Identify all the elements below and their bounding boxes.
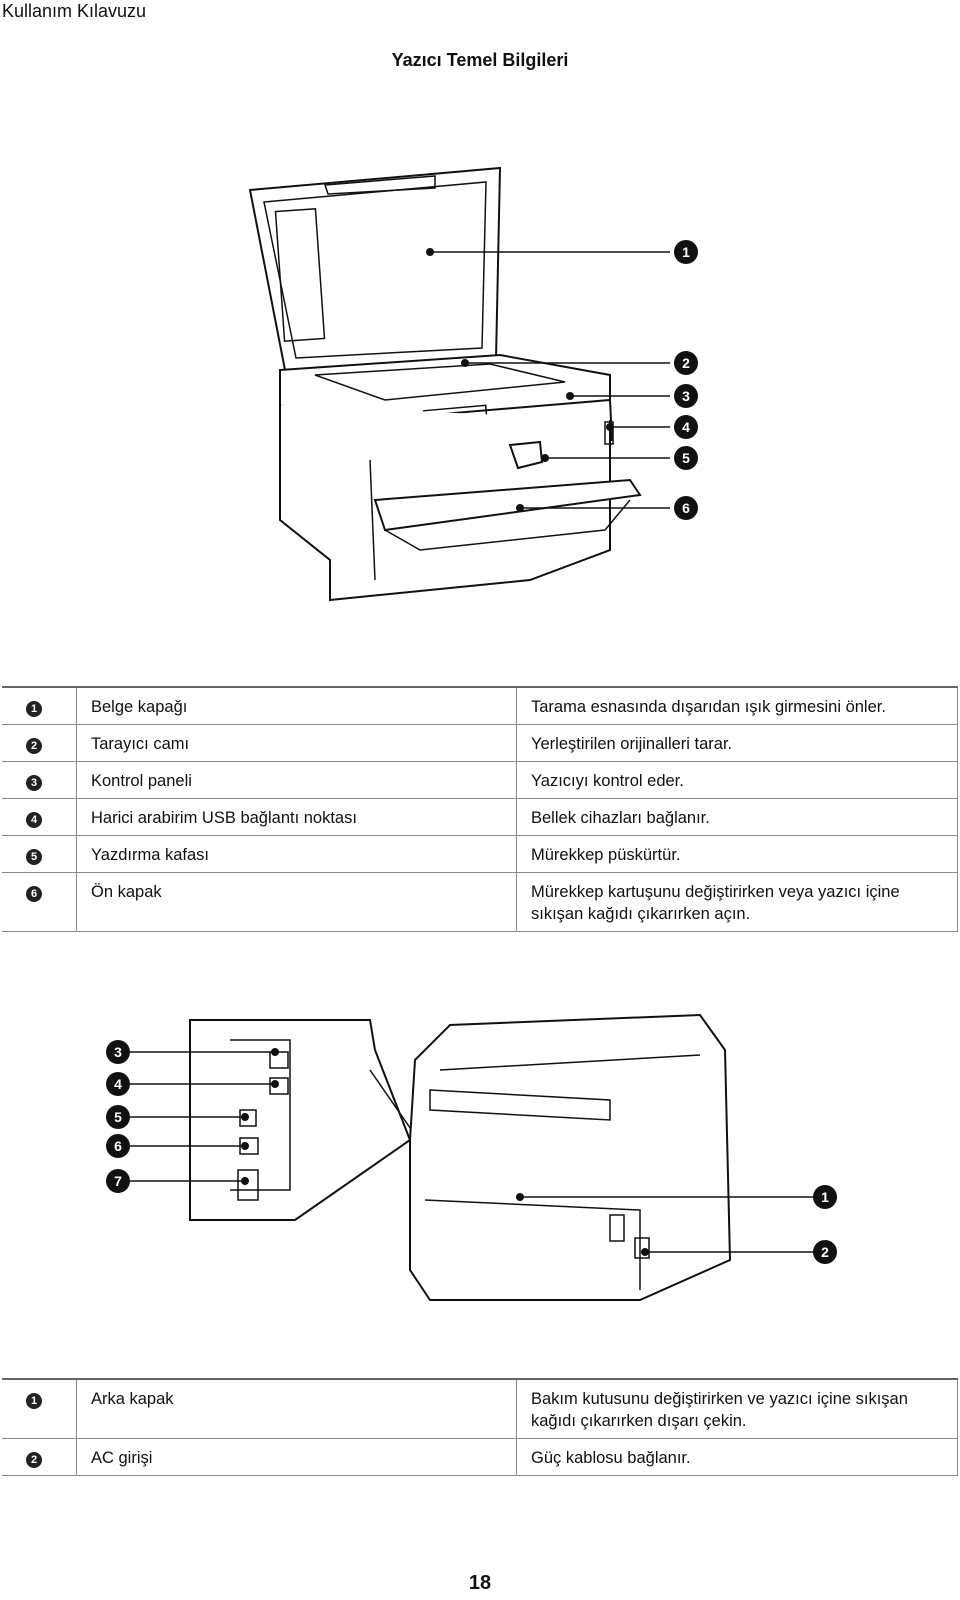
part-name: Ön kapak — [76, 872, 517, 932]
front-callouts: 1 2 3 4 5 6 — [674, 240, 698, 520]
rear-callouts: 3 4 5 6 7 1 2 — [106, 1040, 837, 1264]
table-row: 2 AC girişi Güç kablosu bağlanır. — [2, 1438, 958, 1476]
part-name: Arka kapak — [76, 1378, 517, 1439]
document-header-title: Kullanım Kılavuzu — [2, 1, 147, 21]
table-row: 5 Yazdırma kafası Mürekkep püskürtür. — [2, 835, 958, 873]
part-name: AC girişi — [76, 1438, 517, 1476]
row-number-badge: 1 — [26, 1393, 42, 1409]
part-description: Bellek cihazları bağlanır. — [516, 798, 958, 836]
row-number-badge: 3 — [26, 775, 42, 791]
front-callout-3: 3 — [682, 388, 690, 404]
rear-callout-1: 1 — [821, 1189, 829, 1205]
row-number-badge: 5 — [26, 849, 42, 865]
front-callout-5: 5 — [682, 450, 690, 466]
part-name: Belge kapağı — [76, 686, 517, 725]
part-description: Bakım kutusunu değiştirirken ve yazıcı i… — [516, 1378, 958, 1439]
part-name: Kontrol paneli — [76, 761, 517, 799]
rear-callout-2: 2 — [821, 1244, 829, 1260]
part-description: Yazıcıyı kontrol eder. — [516, 761, 958, 799]
front-callout-2: 2 — [682, 355, 690, 371]
front-parts-table: 1 Belge kapağı Tarama esnasında dışarıda… — [2, 686, 958, 932]
table-row: 3 Kontrol paneli Yazıcıyı kontrol eder. — [2, 761, 958, 799]
part-description: Tarama esnasında dışarıdan ışık girmesin… — [516, 686, 958, 725]
printer-front-illustration: 1 2 3 4 5 6 — [220, 160, 760, 620]
front-callout-4: 4 — [682, 419, 690, 435]
row-number-badge: 4 — [26, 812, 42, 828]
table-row: 2 Tarayıcı camı Yerleştirilen orijinalle… — [2, 724, 958, 762]
table-row: 6 Ön kapak Mürekkep kartuşunu değiştirir… — [2, 872, 958, 932]
rear-callout-3: 3 — [114, 1044, 122, 1060]
row-number-badge: 2 — [26, 1452, 42, 1468]
row-number-badge: 2 — [26, 738, 42, 754]
section-title: Yazıcı Temel Bilgileri — [391, 50, 569, 70]
part-description: Güç kablosu bağlanır. — [516, 1438, 958, 1476]
front-callout-6: 6 — [682, 500, 690, 516]
part-description: Mürekkep püskürtür. — [516, 835, 958, 873]
table-row: 1 Arka kapak Bakım kutusunu değiştirirke… — [2, 1378, 958, 1439]
part-name: Tarayıcı camı — [76, 724, 517, 762]
rear-callout-6: 6 — [114, 1138, 122, 1154]
rear-callout-7: 7 — [114, 1173, 122, 1189]
front-callout-1: 1 — [682, 244, 690, 260]
part-description: Yerleştirilen orijinalleri tarar. — [516, 724, 958, 762]
row-number-badge: 1 — [26, 701, 42, 717]
row-number-badge: 6 — [26, 886, 42, 902]
rear-callout-4: 4 — [114, 1076, 122, 1092]
table-row: 4 Harici arabirim USB bağlantı noktası B… — [2, 798, 958, 836]
table-row: 1 Belge kapağı Tarama esnasında dışarıda… — [2, 686, 958, 725]
part-description: Mürekkep kartuşunu değiştirirken veya ya… — [516, 872, 958, 932]
rear-parts-table: 1 Arka kapak Bakım kutusunu değiştirirke… — [2, 1378, 958, 1476]
printer-rear-illustration: 3 4 5 6 7 1 2 — [80, 1010, 880, 1330]
part-name: Harici arabirim USB bağlantı noktası — [76, 798, 517, 836]
page-number: 18 — [468, 1572, 492, 1594]
part-name: Yazdırma kafası — [76, 835, 517, 873]
rear-callout-5: 5 — [114, 1109, 122, 1125]
